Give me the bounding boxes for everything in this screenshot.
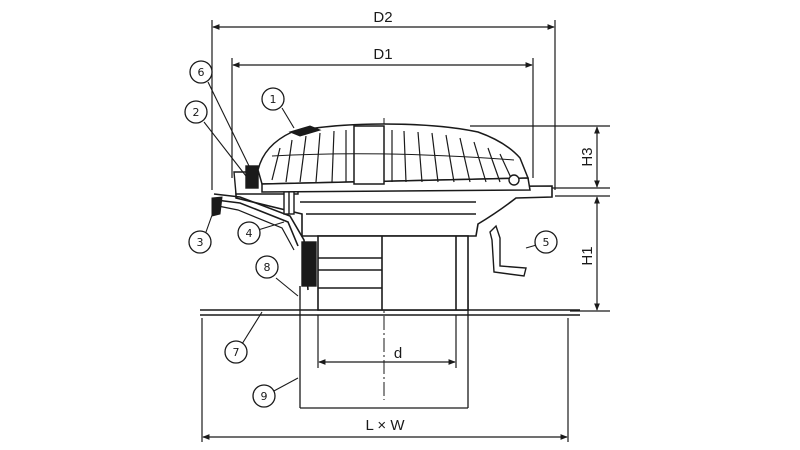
leader-2 <box>203 121 247 177</box>
fixing-screw <box>508 174 520 186</box>
leader-7 <box>241 311 263 345</box>
callout-8-number: 8 <box>264 261 271 274</box>
roof-membrane <box>213 193 309 291</box>
callout-4: 4 <box>237 221 261 245</box>
callout-2-number: 2 <box>193 106 200 119</box>
callout-4-number: 4 <box>246 227 253 240</box>
callout-7-number: 7 <box>233 346 240 359</box>
leader-4 <box>257 221 285 231</box>
outlet-seal <box>299 241 317 300</box>
d2-label: D2 <box>373 9 392 26</box>
callout-6-number: 6 <box>198 66 205 79</box>
callout-1: 1 <box>261 87 285 111</box>
callout-1-number: 1 <box>270 93 277 106</box>
dome-top-cap <box>288 125 322 137</box>
callout-9: 9 <box>252 384 276 408</box>
drain-body <box>235 185 553 311</box>
callout-5-number: 5 <box>543 236 550 249</box>
leader-3 <box>205 203 217 233</box>
d1-label: D1 <box>373 46 392 63</box>
callout-3: 3 <box>188 230 212 254</box>
callout-9-number: 9 <box>261 390 268 403</box>
dome-ribs <box>271 130 515 183</box>
drain-outlet-pipe <box>317 235 469 311</box>
h1-label: H1 <box>579 246 596 265</box>
callout-3-number: 3 <box>197 236 204 249</box>
callout-2: 2 <box>184 100 208 124</box>
callout-7: 7 <box>224 340 248 364</box>
leader-9 <box>271 377 299 393</box>
leader-1 <box>281 107 295 129</box>
d-label: d <box>394 345 402 362</box>
callout-6: 6 <box>189 60 213 84</box>
h3-label: H3 <box>579 147 596 166</box>
heating-connector <box>489 224 527 277</box>
leader-lines <box>203 81 541 393</box>
callout-8: 8 <box>255 255 279 279</box>
lxw-label: L × W <box>365 417 405 434</box>
leader-6 <box>207 81 251 169</box>
membrane-edge <box>211 196 223 217</box>
deck-opening-sleeve <box>299 300 469 409</box>
callout-5: 5 <box>534 230 558 254</box>
leader-8 <box>275 277 299 297</box>
dimension-lines <box>201 20 610 442</box>
